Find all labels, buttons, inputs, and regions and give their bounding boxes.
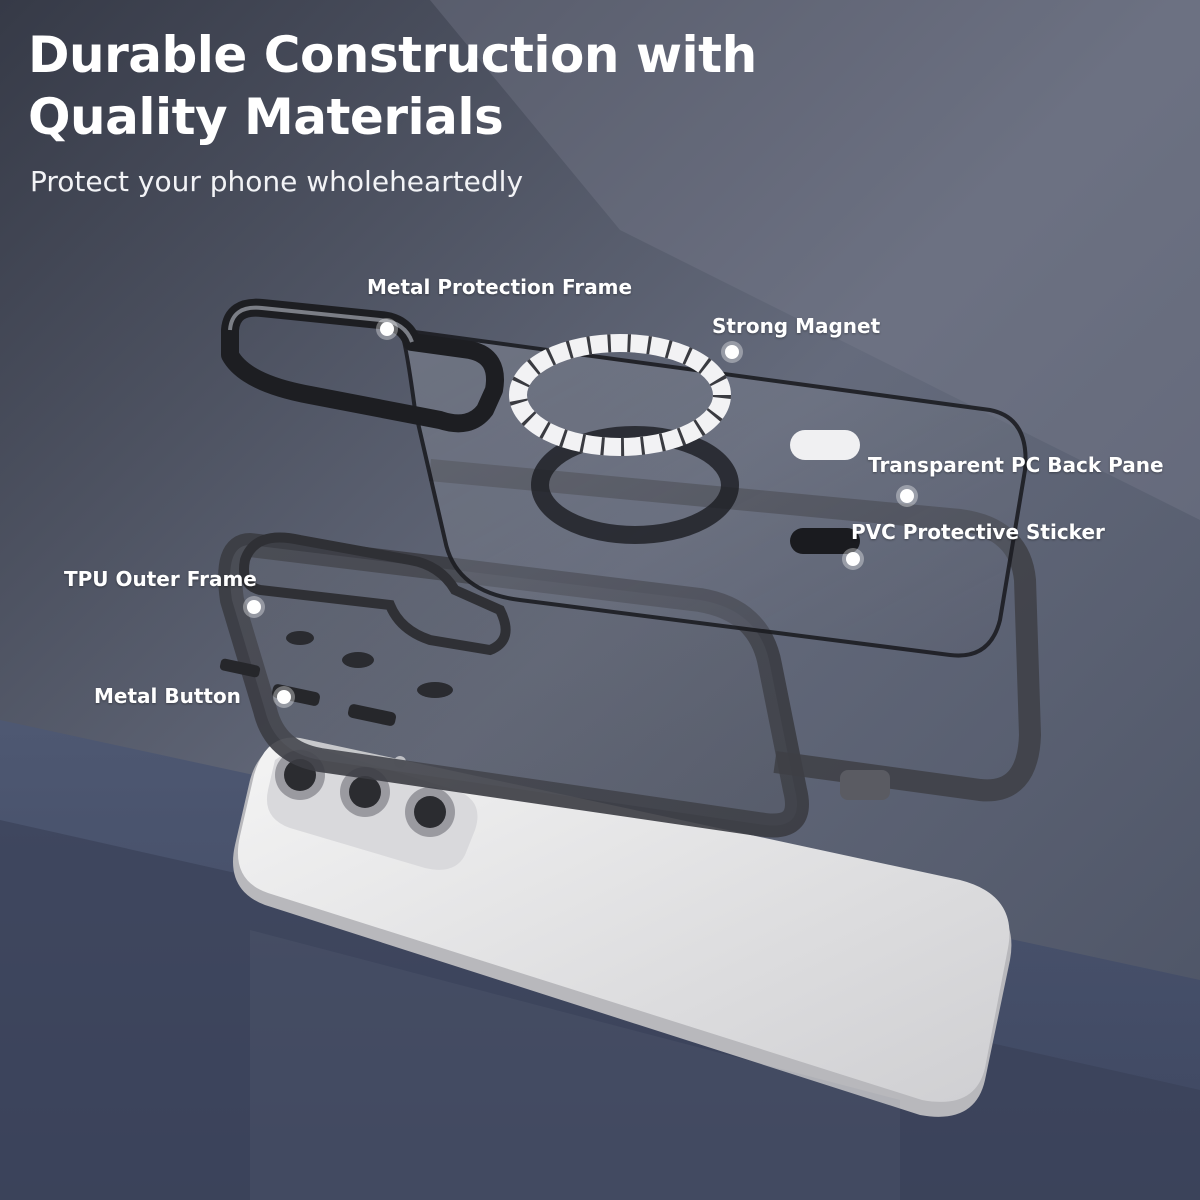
magnet-ring-shadow — [531, 426, 739, 544]
callout-metal-button: Metal Button — [94, 684, 241, 708]
headline-line-1: Durable Construction with — [28, 26, 757, 84]
callout-pvc-protective-sticker: PVC Protective Sticker — [851, 520, 1105, 544]
headline: Durable Construction with Quality Materi… — [28, 24, 757, 148]
headline-line-2: Quality Materials — [28, 88, 504, 146]
strong-magnet — [509, 334, 731, 456]
metal-buttons — [219, 658, 397, 726]
pvc-protective-sticker-tab — [790, 430, 860, 460]
callout-dot-strong-magnet — [725, 345, 739, 359]
callout-dot-transparent-pc-back-pane — [900, 489, 914, 503]
tpu-camera-cutout — [239, 532, 511, 656]
callout-dot-tpu-outer-frame — [247, 600, 261, 614]
callout-tpu-outer-frame: TPU Outer Frame — [64, 567, 257, 591]
light-plane — [430, 0, 1200, 520]
callout-dot-metal-protection-frame — [380, 322, 394, 336]
metal-protection-frame — [221, 298, 504, 433]
reflection — [250, 930, 900, 1200]
callout-dot-metal-button — [277, 690, 291, 704]
pvc-protective-sticker — [790, 528, 860, 554]
callout-transparent-pc-back-pane: Transparent PC Back Pane — [868, 453, 1164, 477]
callout-dot-pvc-protective-sticker — [846, 552, 860, 566]
callout-metal-protection-frame: Metal Protection Frame — [367, 275, 633, 299]
callout-strong-magnet: Strong Magnet — [712, 314, 881, 338]
transparent-pc-back-pane — [394, 327, 1028, 658]
subheadline: Protect your phone wholeheartedly — [30, 165, 524, 198]
